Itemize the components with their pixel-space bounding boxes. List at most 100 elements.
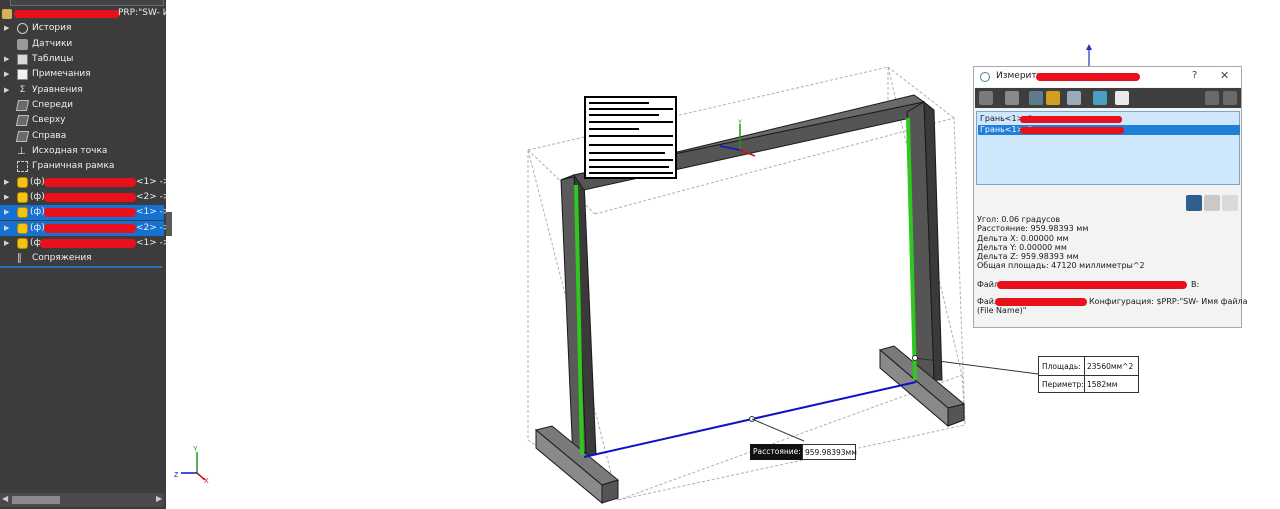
axis-label-x: X bbox=[204, 478, 209, 485]
result-angle: Угол: 0.06 градусов bbox=[977, 215, 1061, 224]
tree-item-label: Примечания bbox=[32, 69, 91, 79]
tree-header[interactable]: PRP:"SW- Им bbox=[0, 0, 166, 20]
tree-item-mates[interactable]: ∥ Сопряжения bbox=[0, 251, 164, 266]
collapse-icon[interactable] bbox=[1223, 91, 1237, 105]
component-suffix: <1> -> bbox=[136, 238, 166, 248]
expand-arrow-icon[interactable]: ▶ bbox=[4, 55, 10, 63]
component-icon bbox=[17, 207, 28, 218]
plane-icon bbox=[15, 115, 30, 126]
tree-component-selected[interactable]: ▶ (ф) <2> -> bbox=[0, 221, 166, 236]
tree-component[interactable]: ▶ (ф) <2> -> bbox=[0, 190, 166, 205]
component-suffix: <1> -> bbox=[136, 177, 166, 187]
tree-item-top-plane[interactable]: Сверху bbox=[0, 113, 164, 128]
scrollbar-thumb[interactable] bbox=[12, 496, 60, 504]
selection-list[interactable]: Грань<1> @ Грань<1> @ bbox=[976, 111, 1240, 185]
create-sensor-icon[interactable] bbox=[1222, 195, 1238, 211]
pin-icon[interactable] bbox=[1205, 91, 1219, 105]
expand-arrow-icon[interactable]: ▶ bbox=[4, 193, 10, 201]
history-graph-icon[interactable] bbox=[1115, 91, 1129, 105]
component-icon bbox=[17, 238, 28, 249]
equations-icon: Σ bbox=[19, 85, 26, 95]
file-info-2: Файл Конфигурация: $PRP:"SW- Имя файла (… bbox=[977, 297, 1248, 315]
assembly-name[interactable]: PRP:"SW- Им bbox=[118, 8, 166, 18]
origin-icon: ⊥ bbox=[17, 146, 26, 157]
units-precision-icon[interactable] bbox=[1005, 91, 1019, 105]
expand-arrow-icon[interactable]: ▶ bbox=[4, 178, 10, 186]
redaction-mark bbox=[997, 281, 1187, 289]
tree-item-label: Сверху bbox=[32, 115, 66, 125]
redaction-mark bbox=[44, 224, 136, 233]
expand-arrow-icon[interactable]: ▶ bbox=[4, 86, 10, 94]
redaction-mark bbox=[14, 10, 120, 18]
measure-titlebar[interactable]: Измерить ? ✕ bbox=[974, 67, 1241, 87]
redaction-mark bbox=[995, 298, 1087, 306]
tree-component[interactable]: ▶ (ф) <1> -> bbox=[0, 175, 166, 190]
tree-item-annotations[interactable]: ▶ Примечания bbox=[0, 67, 164, 82]
expand-arrow-icon[interactable]: ▶ bbox=[4, 224, 10, 232]
redaction-mark bbox=[44, 178, 136, 187]
tree-item-origin[interactable]: ⊥ Исходная точка bbox=[0, 144, 164, 159]
selected-face-right[interactable] bbox=[906, 117, 917, 381]
perimeter-label: Периметр: bbox=[1042, 380, 1084, 389]
arrow-head-icon bbox=[1086, 44, 1092, 50]
dimension-icon[interactable] bbox=[1186, 195, 1202, 211]
selection-item-selected[interactable]: Грань<1> @ bbox=[978, 125, 1240, 135]
result-delta-y: Дельта Y: 0.00000 мм bbox=[977, 242, 1067, 252]
configuration-text-cont: (File Name)" bbox=[977, 306, 1027, 315]
component-icon bbox=[17, 177, 28, 188]
selection-label: Грань<1> @ bbox=[980, 114, 1034, 123]
coordinate-system-icon[interactable] bbox=[1093, 91, 1107, 105]
arc-options-icon[interactable] bbox=[979, 91, 993, 105]
point-to-point-icon[interactable] bbox=[1046, 91, 1060, 105]
tree-horizontal-scrollbar[interactable]: ◀ ▶ bbox=[0, 493, 164, 507]
projection-icon[interactable] bbox=[1067, 91, 1081, 105]
redaction-mark bbox=[44, 208, 136, 217]
tree-item-right-plane[interactable]: Справа bbox=[0, 129, 164, 144]
feature-tree: PRP:"SW- Им ▶ История Датчики ▶ Таблицы … bbox=[0, 0, 166, 509]
distance-value: 959.98393мм bbox=[802, 444, 857, 460]
panel-splitter-handle[interactable] bbox=[166, 212, 172, 236]
configuration-text: Конфигурация: $PRP:"SW- Имя файла bbox=[1089, 297, 1248, 306]
selected-face-left[interactable] bbox=[574, 184, 584, 456]
component-icon bbox=[17, 223, 28, 234]
component-prefix: (ф) bbox=[30, 207, 45, 217]
tree-item-label: Сопряжения bbox=[32, 253, 92, 263]
help-button[interactable]: ? bbox=[1192, 70, 1198, 81]
component-suffix: <2> -> bbox=[136, 223, 166, 233]
model-origin-triad bbox=[719, 124, 756, 157]
perimeter-value: 1582мм bbox=[1087, 380, 1118, 389]
tree-divider bbox=[0, 266, 162, 268]
sensor-icon[interactable] bbox=[1204, 195, 1220, 211]
result-delta-z: Дельта Z: 959.98393 мм bbox=[977, 252, 1079, 262]
title-block-note[interactable] bbox=[584, 96, 677, 179]
tree-item-sensors[interactable]: Датчики bbox=[0, 37, 164, 52]
show-xyz-icon[interactable] bbox=[1029, 91, 1043, 105]
measure-dialog[interactable]: Измерить ? ✕ Грань<1> @ Грань<1> @ Угол:… bbox=[973, 66, 1248, 328]
tree-item-equations[interactable]: ▶ Σ Уравнения bbox=[0, 83, 164, 98]
plane-icon bbox=[15, 131, 30, 142]
expand-arrow-icon[interactable]: ▶ bbox=[4, 239, 10, 247]
close-button[interactable]: ✕ bbox=[1220, 69, 1230, 82]
tree-item-bounding-box[interactable]: Граничная рамка bbox=[0, 159, 164, 174]
tree-component[interactable]: ▶ (ф <1> -> bbox=[0, 236, 166, 251]
tree-item-tables[interactable]: ▶ Таблицы bbox=[0, 52, 164, 67]
tree-item-front-plane[interactable]: Спереди bbox=[0, 98, 164, 113]
tree-item-label: Спереди bbox=[32, 100, 74, 110]
expand-arrow-icon[interactable]: ▶ bbox=[4, 208, 10, 216]
tree-filter-bar[interactable] bbox=[10, 0, 164, 6]
scroll-left-icon[interactable]: ◀ bbox=[2, 494, 9, 503]
tree-item-history[interactable]: ▶ История bbox=[0, 21, 164, 36]
redaction-mark bbox=[40, 239, 136, 248]
tree-item-label: Граничная рамка bbox=[32, 161, 115, 171]
scroll-right-icon[interactable]: ▶ bbox=[156, 494, 163, 503]
expand-arrow-icon[interactable]: ▶ bbox=[4, 70, 10, 78]
expand-arrow-icon[interactable]: ▶ bbox=[4, 24, 10, 32]
measure-results: Угол: 0.06 градусов Расстояние: 959.9839… bbox=[977, 215, 1239, 271]
annotations-icon bbox=[17, 69, 28, 80]
selection-label: Грань<1> @ bbox=[980, 125, 1034, 134]
tree-component-selected[interactable]: ▶ (ф) <1> -> bbox=[0, 205, 166, 220]
area-value: 23560мм^2 bbox=[1087, 362, 1134, 371]
file-label: Файл bbox=[977, 297, 1000, 306]
selection-item[interactable]: Грань<1> @ bbox=[978, 114, 1240, 124]
model-axis-label-y: Y bbox=[738, 120, 742, 126]
